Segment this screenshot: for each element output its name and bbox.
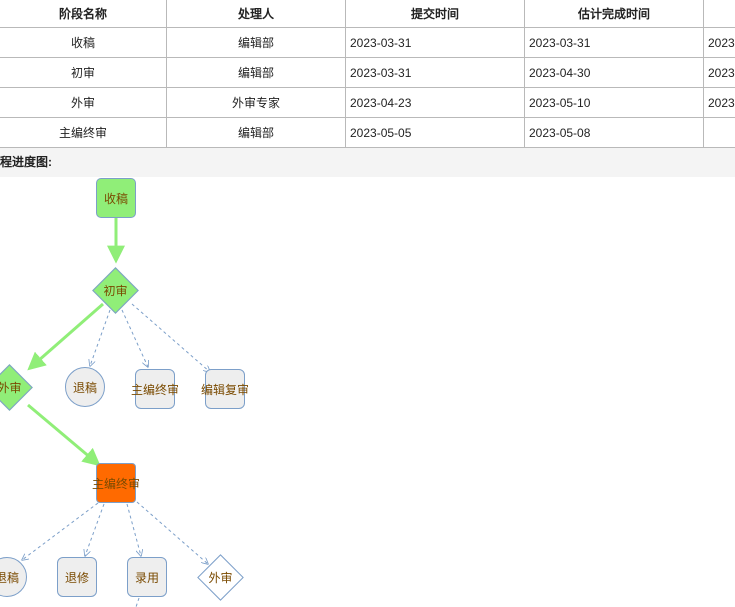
flow-section-title: 程进度图:: [0, 148, 735, 177]
cell-handler: 编辑部: [167, 118, 346, 147]
cell-submit-time: 2023-03-31: [346, 28, 525, 57]
node-label: 主编终审: [131, 382, 180, 397]
edge-waishen-zhubian: [27, 403, 101, 467]
node-bianjifushen[interactable]: 编辑复审: [201, 369, 249, 409]
node-waishen-2[interactable]: 外审: [197, 554, 244, 601]
edge-chushen-waishen: [27, 302, 104, 371]
table-row: 主编终审 编辑部 2023-05-05 2023-05-08: [0, 118, 735, 148]
cell-actual-finish: 2023: [708, 95, 735, 110]
header-handler: 处理人: [167, 0, 346, 27]
edge-zhubian-tuigao: [22, 502, 99, 560]
cell-stage: 初审: [0, 58, 167, 87]
cell-estimated-finish: 2023-04-30: [525, 58, 704, 87]
table-header-row: 阶段名称 处理人 提交时间 估计完成时间: [0, 0, 735, 28]
node-tuigao[interactable]: 退稿: [65, 367, 105, 407]
edge-zhubian-tuixiu: [85, 503, 105, 556]
edge-zhubian-luyong: [126, 503, 141, 556]
node-label: 退修: [64, 570, 89, 585]
node-label: 退稿: [72, 380, 97, 395]
cell-stage: 主编终审: [0, 118, 167, 147]
cell-actual-finish: [704, 118, 735, 147]
cell-estimated-finish: 2023-05-08: [525, 118, 704, 147]
node-zhubianzhongshen-current[interactable]: 主编终审: [92, 463, 140, 503]
edge-luyong-next: [135, 597, 140, 607]
edge-chushen-bianjifushen: [131, 303, 210, 372]
node-label: 录用: [134, 570, 159, 585]
table-row: 外审 外审专家 2023-04-23 2023-05-10 2023: [0, 88, 735, 118]
node-label: 初审: [103, 284, 128, 298]
node-label: 编辑复审: [201, 382, 250, 397]
edge-chushen-tuigao: [90, 309, 111, 366]
cell-stage: 外审: [0, 88, 167, 117]
cell-handler: 编辑部: [167, 28, 346, 57]
node-waishen[interactable]: 外审: [0, 364, 33, 411]
node-zhubianzhongshen-pending[interactable]: 主编终审: [131, 369, 179, 409]
header-submit-time: 提交时间: [346, 0, 525, 27]
header-estimated-finish: 估计完成时间: [525, 0, 704, 27]
node-label: 退稿: [0, 570, 19, 585]
cell-stage: 收稿: [0, 28, 167, 57]
cell-handler: 编辑部: [167, 58, 346, 87]
table-row: 初审 编辑部 2023-03-31 2023-04-30 2023: [0, 58, 735, 88]
node-chushen[interactable]: 初审: [92, 267, 139, 314]
cell-handler: 外审专家: [167, 88, 346, 117]
edge-chushen-zhubian: [121, 309, 148, 367]
node-shougao[interactable]: 收稿: [96, 178, 136, 218]
cell-estimated-finish: 2023-05-10: [525, 88, 704, 117]
cell-submit-time: 2023-03-31: [346, 58, 525, 87]
node-tuigao-2[interactable]: 退稿: [0, 557, 27, 597]
header-actual-finish: [704, 0, 735, 27]
edge-zhubian-waishen: [136, 501, 208, 564]
node-label: 外审: [208, 571, 233, 585]
node-label: 主编终审: [92, 476, 141, 491]
cell-actual-finish: 2023: [708, 65, 735, 80]
table-row: 收稿 编辑部 2023-03-31 2023-03-31 2023: [0, 28, 735, 58]
node-tuixiu[interactable]: 退修: [57, 557, 97, 597]
node-label: 收稿: [103, 191, 128, 206]
cell-estimated-finish: 2023-03-31: [525, 28, 704, 57]
cell-submit-time: 2023-04-23: [346, 88, 525, 117]
cell-submit-time: 2023-05-05: [346, 118, 525, 147]
cell-actual-finish: 2023: [708, 35, 735, 50]
node-luyong[interactable]: 录用: [127, 557, 167, 597]
node-label: 外审: [0, 381, 22, 395]
header-stage-name: 阶段名称: [0, 0, 167, 27]
